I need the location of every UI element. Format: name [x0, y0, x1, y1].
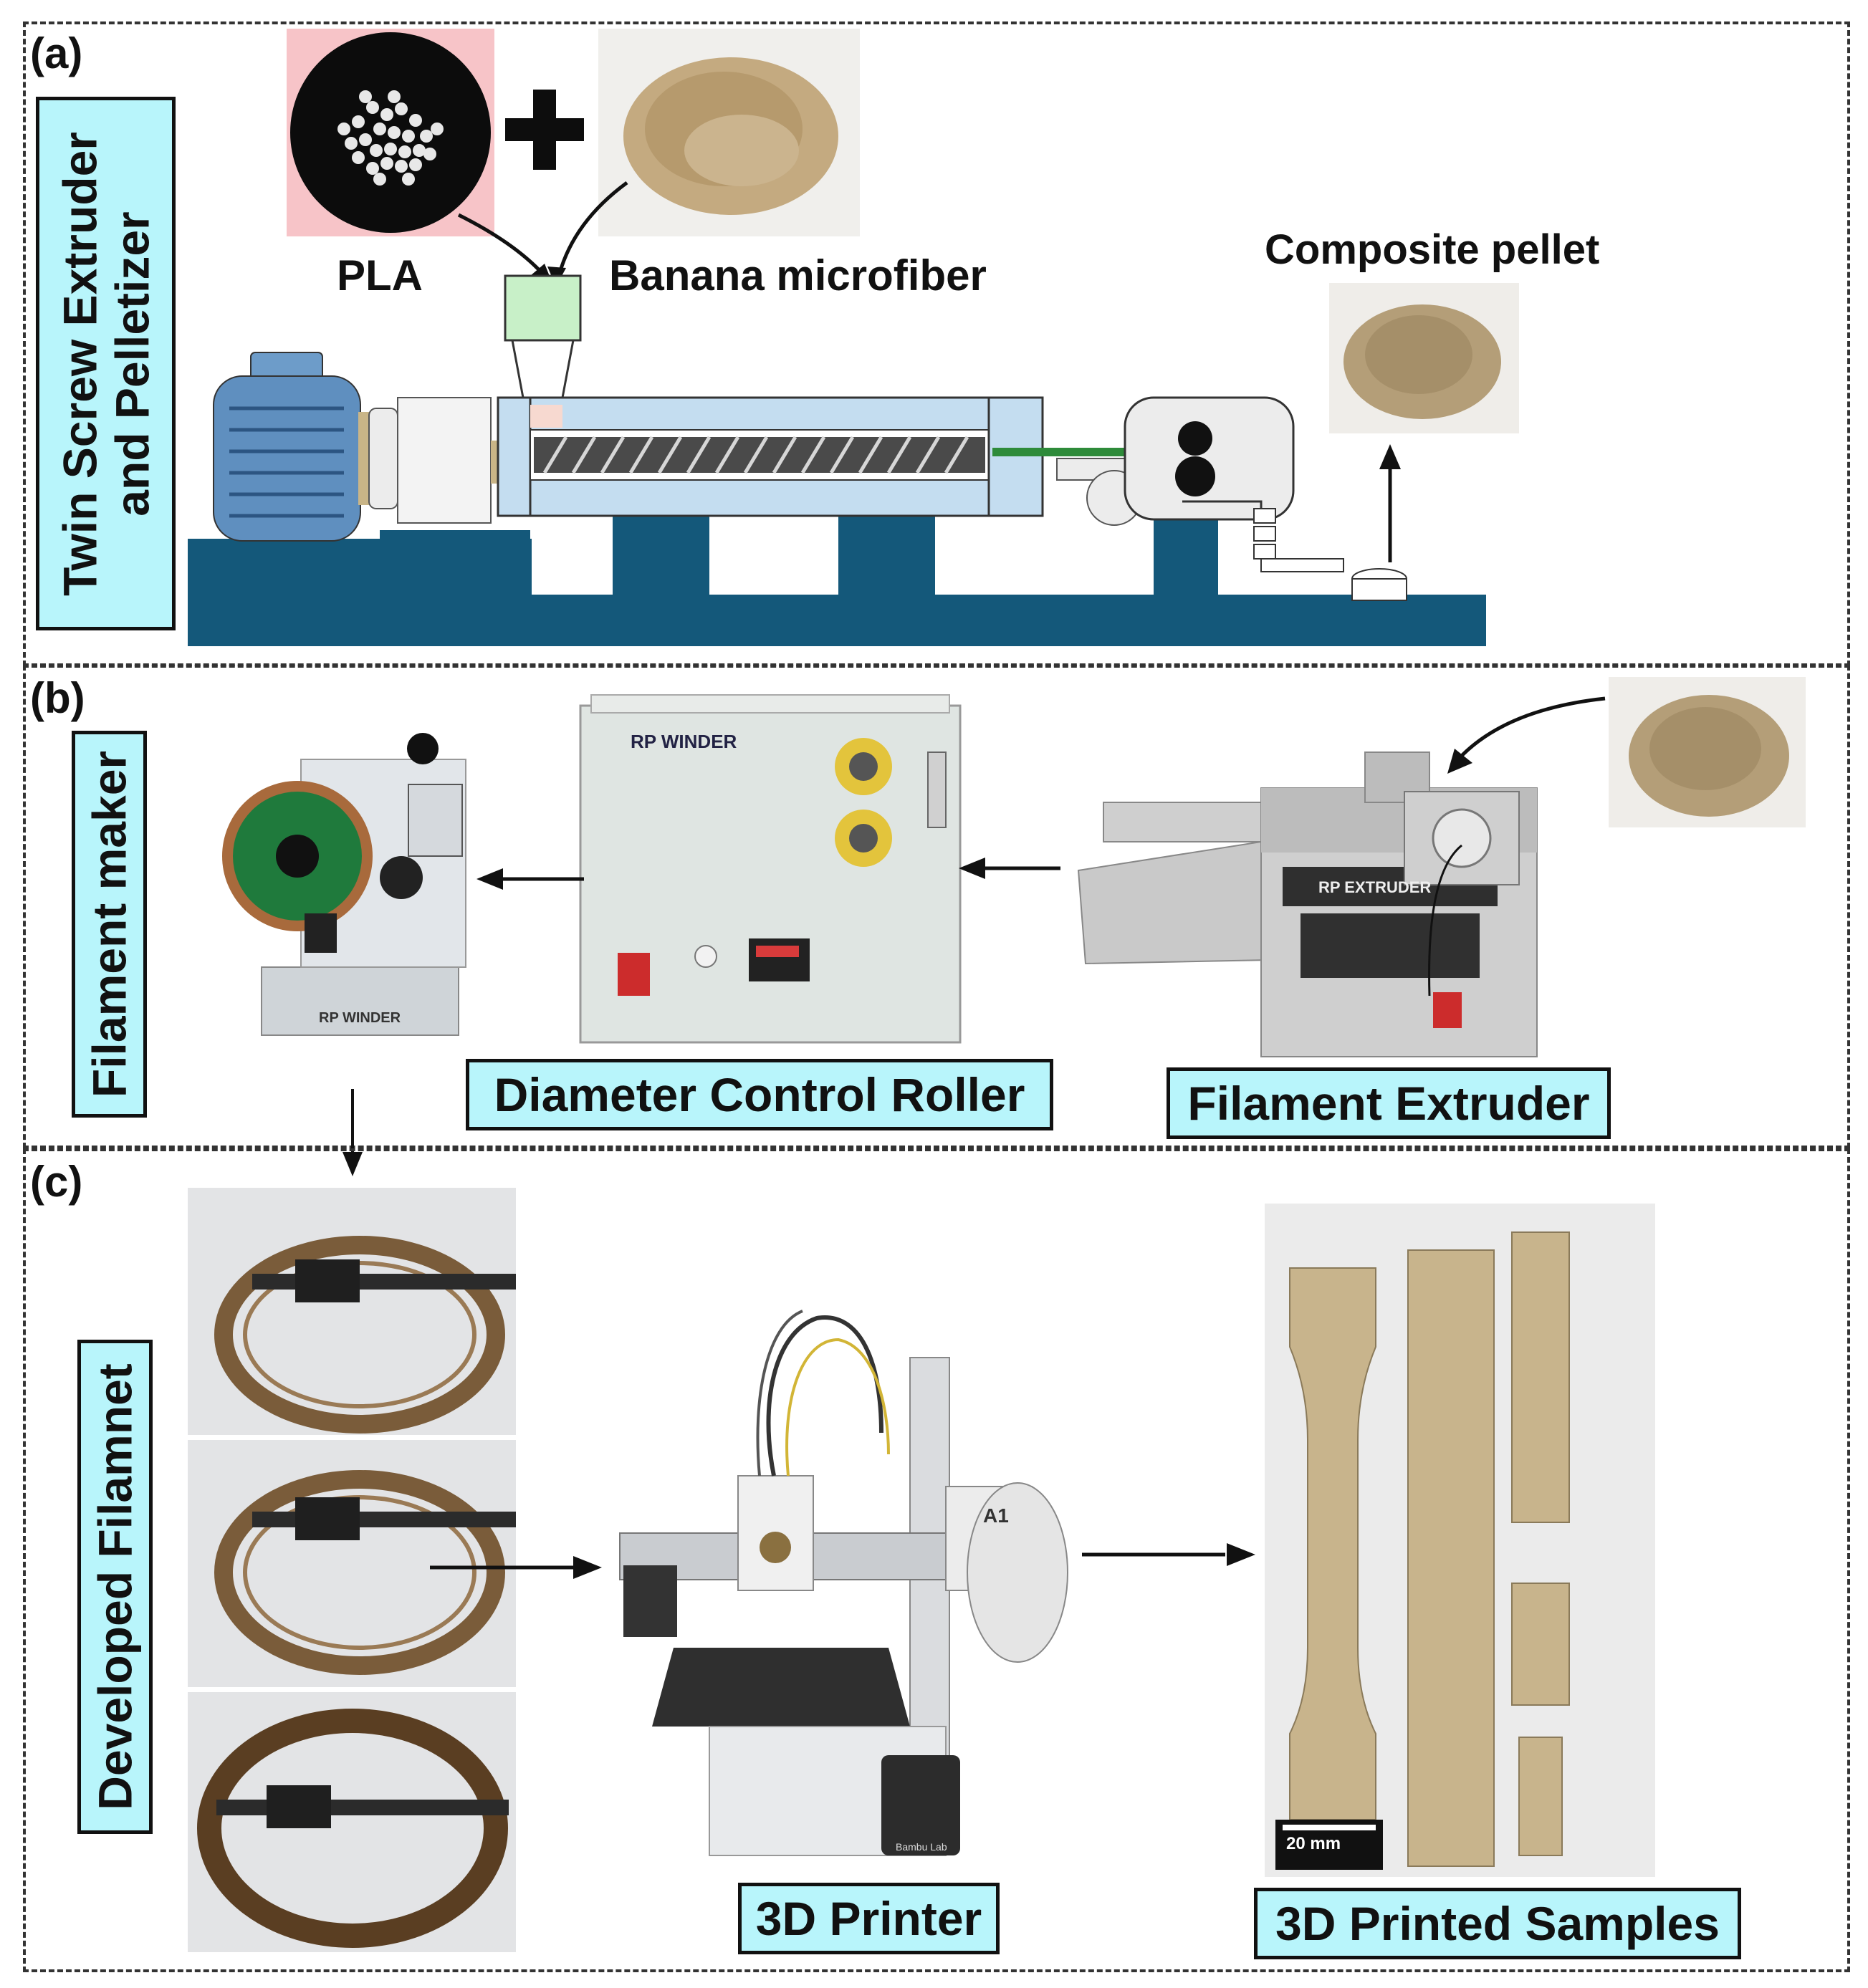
- composite-pellet-graphic: [1343, 304, 1501, 419]
- filament-coil-graphic-1: [214, 1236, 516, 1434]
- panel-a-tag: (a): [30, 29, 83, 77]
- filament-coil-graphic-3: [197, 1709, 509, 1948]
- roller-caption: Diameter Control Roller: [466, 1059, 1053, 1130]
- extruder-caption: Filament Extruder: [1167, 1067, 1611, 1139]
- pla-pellet-photo: [287, 29, 494, 236]
- filament-maker-label: Filament maker: [82, 750, 136, 1098]
- winder-plate-large: RP WINDER: [631, 731, 737, 752]
- samples-caption: 3D Printed Samples: [1254, 1888, 1741, 1959]
- filament-coil-graphic-2: [214, 1470, 516, 1675]
- developed-filament-label: Developed Filamnet: [88, 1363, 142, 1810]
- pellet-input-graphic: [1629, 695, 1789, 817]
- printed-samples-photo: [1265, 1204, 1655, 1877]
- filament-coil-photo-2: [188, 1440, 516, 1687]
- composite-pellet-label: Composite pellet: [1265, 226, 1600, 273]
- banana-fiber-label: Banana microfiber: [609, 251, 987, 299]
- panel-c-frame: [23, 1148, 1850, 1972]
- printer-caption: 3D Printer: [738, 1883, 1000, 1954]
- composite-pellet-photo: [1329, 283, 1519, 433]
- filament-coil-photo-3: [188, 1692, 516, 1952]
- banana-fiber-graphic: [623, 57, 838, 215]
- banana-fiber-photo: [598, 29, 860, 236]
- winder-plate-small: RP WINDER: [319, 1010, 401, 1026]
- panel-c-tag: (c): [30, 1158, 83, 1206]
- extruder-plate: RP EXTRUDER: [1318, 878, 1432, 896]
- printer-model: A1: [983, 1504, 1009, 1527]
- side-label-line-2: and Pelletizer: [105, 211, 158, 517]
- scale-bar-label: 20 mm: [1286, 1834, 1341, 1853]
- pellet-input-photo: [1609, 677, 1806, 827]
- panel-b-tag: (b): [30, 674, 85, 722]
- pla-pellet-graphic: [290, 32, 491, 233]
- panel-c-side-label: Developed Filamnet: [77, 1340, 153, 1834]
- panel-a-side-label: Twin Screw Extruder and Pelletizer: [36, 97, 176, 630]
- printer-brand: Bambu Lab: [896, 1841, 947, 1853]
- side-label-line-1: Twin Screw Extruder: [52, 131, 106, 596]
- filament-coil-photo-1: [188, 1188, 516, 1435]
- pla-label: PLA: [337, 251, 423, 299]
- panel-b-frame: [23, 665, 1850, 1148]
- printed-samples-graphic: [1275, 1231, 1570, 1870]
- panel-b-side-label: Filament maker: [72, 731, 147, 1118]
